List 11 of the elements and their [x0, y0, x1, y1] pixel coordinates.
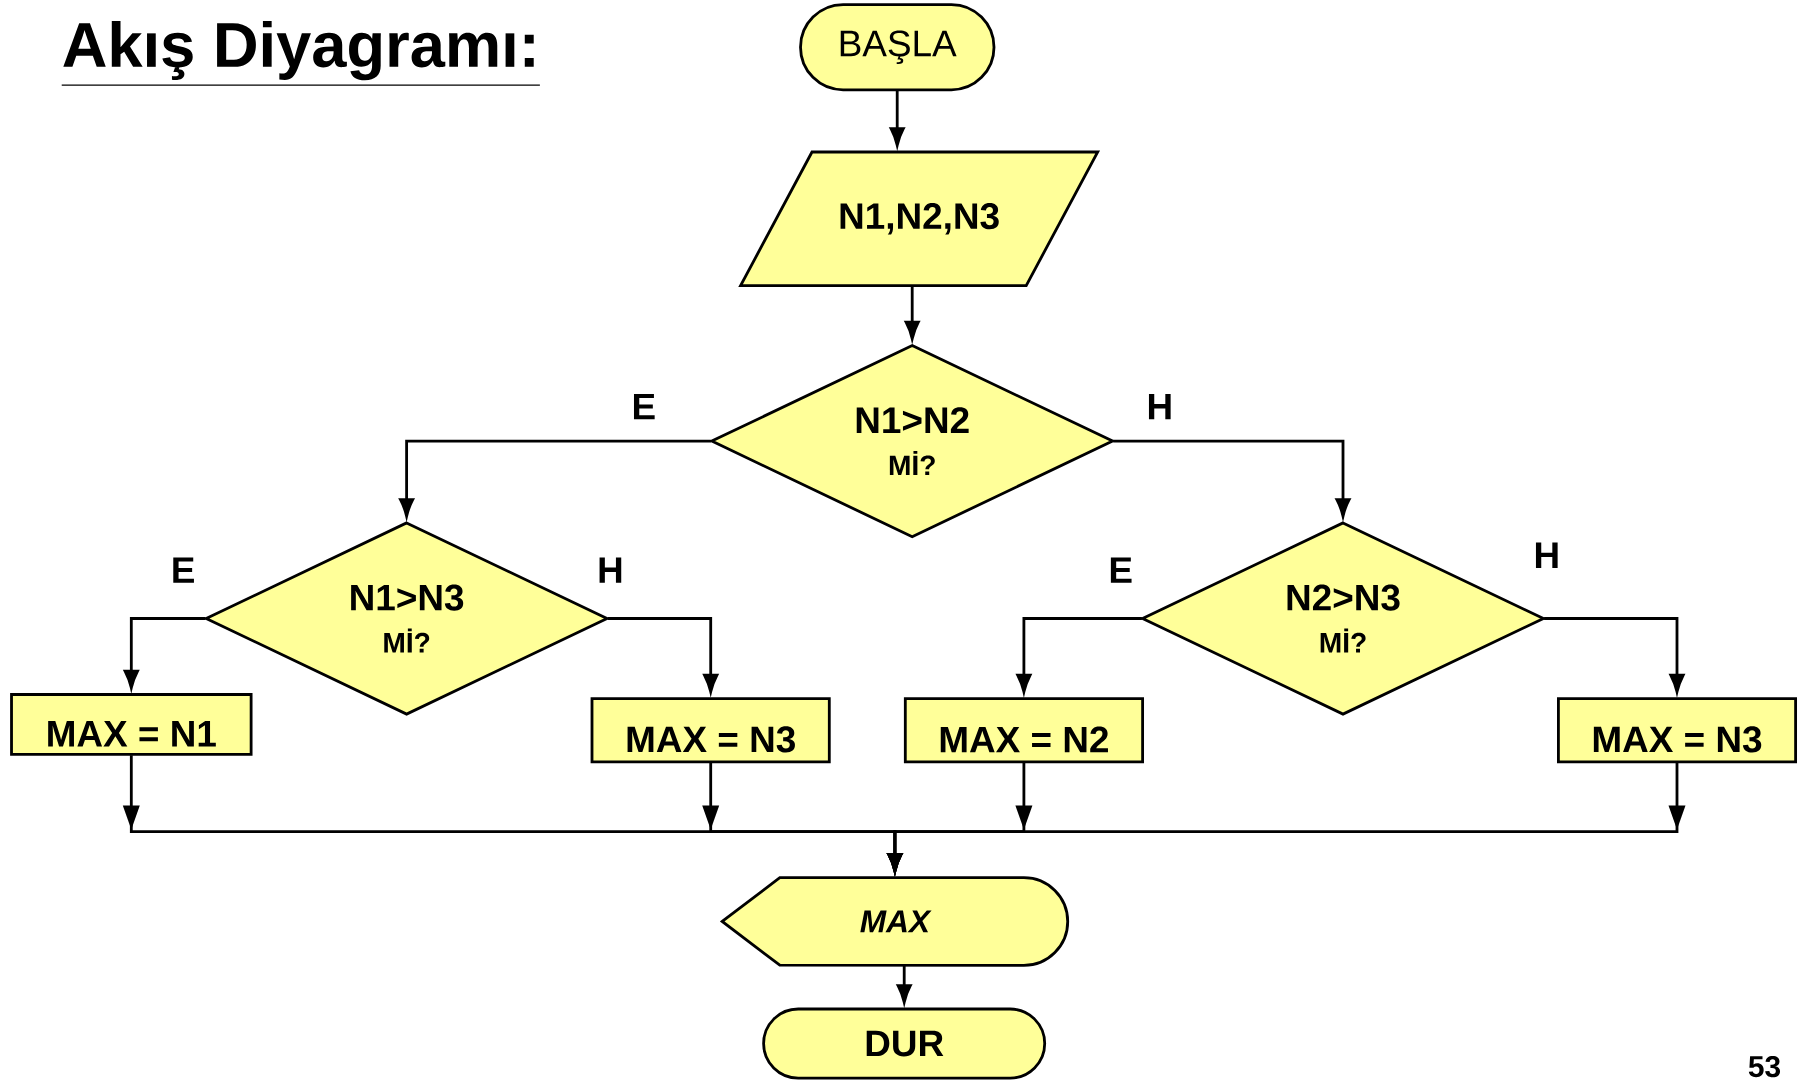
edge-label: E: [1104, 553, 1137, 587]
process-box: MAX = N3: [590, 697, 831, 764]
edge-label: E: [628, 390, 660, 423]
page-number: 53: [1748, 1056, 1781, 1078]
process-box: MAX = N2: [903, 697, 1144, 764]
edge-label: E: [167, 553, 199, 587]
process-box: MAX = N1: [10, 693, 253, 756]
title: Akış Diyagramı:: [61, 20, 541, 86]
arrow: [904, 286, 920, 341]
edge-label: H: [1142, 390, 1177, 423]
process-box: MAX = N3: [1557, 697, 1797, 764]
